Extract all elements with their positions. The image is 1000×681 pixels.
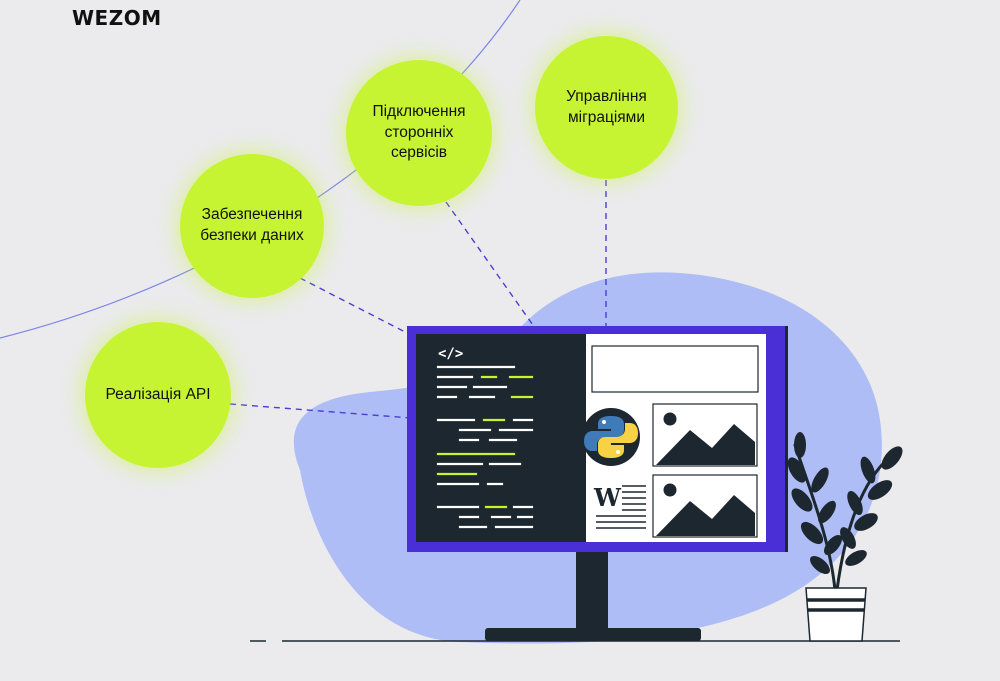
monitor-neck: [576, 552, 608, 632]
monitor-base: [485, 628, 701, 641]
image-placeholder-2-icon: [652, 474, 758, 538]
plant-pot: [805, 587, 867, 642]
node-data-security: Забезпечення безпеки даних: [180, 154, 324, 298]
wezom-logo: WEZOM: [72, 6, 162, 30]
document-letter: W: [593, 483, 622, 512]
code-lines: [436, 365, 534, 529]
image-placeholder-1-icon: [652, 403, 758, 467]
monitor: </>: [407, 326, 788, 552]
python-logo-icon: [582, 408, 640, 466]
node-third-party-services: Підключення сторонніх сервісів: [346, 60, 492, 206]
plant-icon: [787, 432, 903, 642]
preview-header-box: [591, 345, 759, 393]
node-migrations: Управління міграціями: [535, 36, 678, 179]
document-lines: [596, 485, 646, 529]
node-api: Реалізація API: [85, 322, 231, 468]
code-tag: </>: [438, 346, 463, 362]
code-panel: [416, 334, 586, 542]
